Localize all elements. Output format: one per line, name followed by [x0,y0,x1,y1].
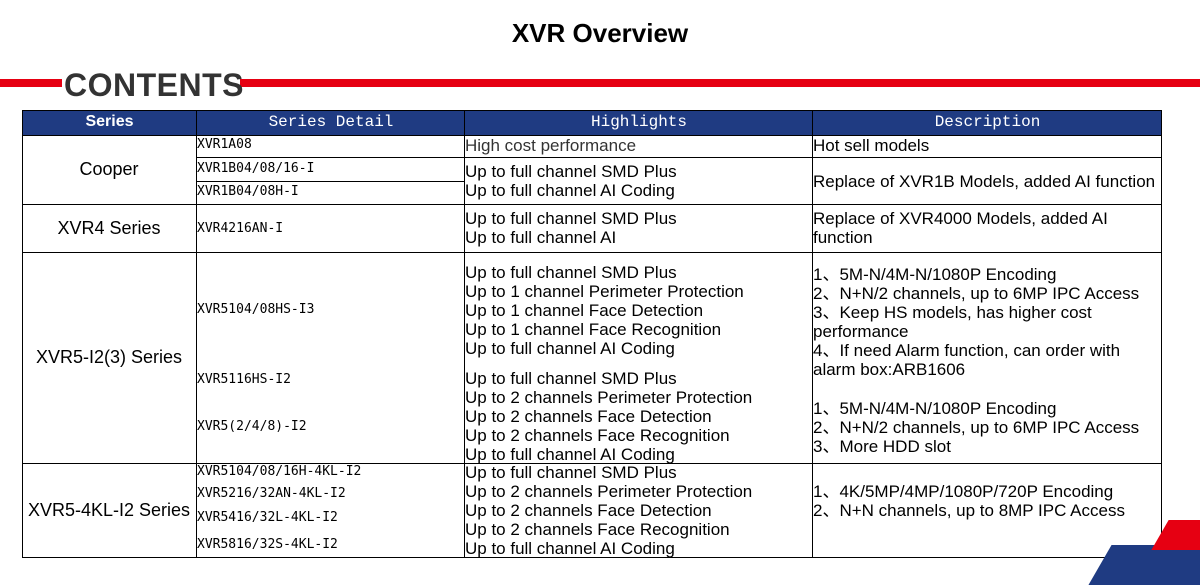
description-line: Hot sell models [813,136,930,155]
model-name: XVR5416/32L-4KL-I2 [197,510,338,525]
highlight-line: Up to 1 channel Face Recognition [465,320,722,339]
grid-line [196,181,465,182]
header-series-detail: Series Detail [197,110,465,135]
highlight-line: High cost performance [465,136,637,155]
highlight-line: Up to full channel SMD Plus [465,463,677,482]
highlight-line: Up to 1 channel Face Detection [465,301,704,320]
description-line: performance [813,322,909,341]
description-line: 1、4K/5MP/4MP/1080P/720P Encoding [813,482,1114,501]
series-name: XVR5-4KL-I2 Series [27,499,191,520]
grid-line [464,110,465,558]
grid-line [22,110,1162,111]
model-name: XVR1B04/08/16-I [197,161,315,176]
description-line: function [813,228,873,247]
description-line: 3、More HDD slot [813,437,951,456]
description-line: 2、N+N channels, up to 8MP IPC Access [813,501,1125,520]
series-name: Cooper [79,159,139,179]
highlight-line: Up to full channel SMD Plus [465,209,677,228]
model-name: XVR1A08 [197,137,252,152]
header-series: Series [22,110,197,135]
highlight-line: Up to full channel AI Coding [465,339,675,358]
highlight-line: Up to full channel SMD Plus [465,162,677,181]
section-heading: CONTENTS [64,67,244,103]
highlight-line: Up to 1 channel Perimeter Protection [465,282,744,301]
model-name: XVR5(2/4/8)-I2 [197,419,307,434]
description-line: 2、N+N/2 channels, up to 6MP IPC Access [813,418,1140,437]
description-line: 3、Keep HS models, has higher cost [813,303,1092,322]
grid-line [196,157,1162,158]
highlight-line: Up to 2 channels Face Recognition [465,520,730,539]
red-rule-right [240,79,1200,87]
description-line: 1、5M-N/4M-N/1080P Encoding [813,399,1057,418]
description-line: Replace of XVR1B Models, added AI functi… [813,172,1156,191]
highlight-line: Up to full channel AI Coding [465,445,675,464]
description-line: 4、If need Alarm function, can order with [813,341,1121,360]
grid-line [22,135,1162,136]
highlight-line: Up to full channel AI Coding [465,181,675,200]
model-name: XVR5216/32AN-4KL-I2 [197,486,346,501]
header-highlights: Highlights [465,110,813,135]
model-name: XVR1B04/08H-I [197,184,299,199]
grid-line [22,204,1162,205]
grid-line [196,110,197,558]
model-name: XVR5116HS-I2 [197,372,291,387]
description-line: 1、5M-N/4M-N/1080P Encoding [813,265,1057,284]
grid-line [1161,110,1162,558]
highlight-line: Up to 2 channels Face Detection [465,407,712,426]
highlight-line: Up to 2 channels Face Recognition [465,426,730,445]
series-name: XVR4 Series [57,217,161,238]
red-rule-left [0,79,62,87]
highlight-line: Up to full channel SMD Plus [465,369,677,388]
grid-line [22,463,1162,464]
highlight-line: Up to full channel AI Coding [465,539,675,558]
description-line: alarm box:ARB1606 [813,360,966,379]
highlight-line: Up to 2 channels Perimeter Protection [465,388,753,407]
page-title: XVR Overview [511,18,689,48]
model-name: XVR5816/32S-4KL-I2 [197,537,338,552]
description-line: Replace of XVR4000 Models, added AI [813,209,1108,228]
highlight-line: Up to full channel SMD Plus [465,263,677,282]
grid-line [22,557,1162,558]
series-table: Series Series Detail Highlights Descript… [22,110,1162,558]
grid-line [22,252,1162,253]
model-name: XVR5104/08HS-I3 [197,302,315,317]
grid-line [22,110,23,558]
header-description: Description [813,110,1162,135]
grid-line [812,110,813,558]
highlight-line: Up to 2 channels Face Detection [465,501,712,520]
highlight-line: Up to full channel AI [465,228,617,247]
series-name: XVR5-I2(3) Series [35,347,183,367]
highlight-line: Up to 2 channels Perimeter Protection [465,482,753,501]
model-name: XVR5104/08/16H-4KL-I2 [197,464,362,479]
model-name: XVR4216AN-I [197,221,284,236]
description-line: 2、N+N/2 channels, up to 6MP IPC Access [813,284,1140,303]
